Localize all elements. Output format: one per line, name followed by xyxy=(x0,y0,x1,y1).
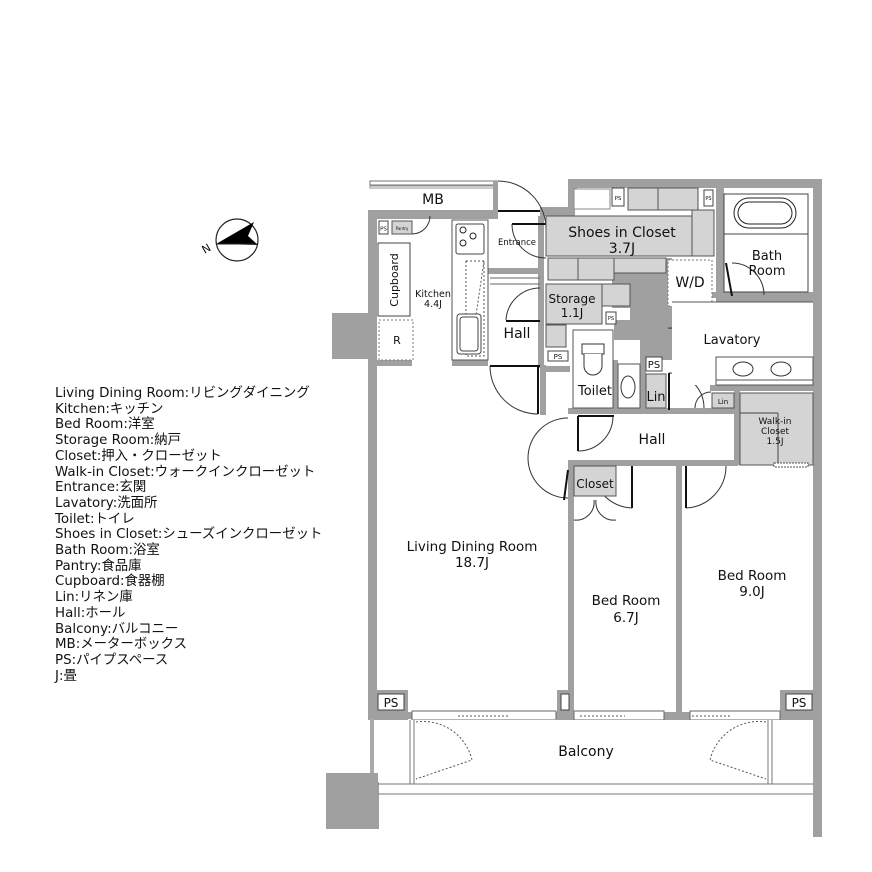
bath-label: Bath xyxy=(752,249,782,264)
mb-label: MB xyxy=(422,192,444,208)
bed1-label: Bed Room xyxy=(592,593,661,609)
lin2-label: Lin xyxy=(718,398,728,406)
windows xyxy=(411,710,781,721)
shoes-closet-label: Shoes in Closet xyxy=(568,225,676,241)
ldr-size: 18.7J xyxy=(455,555,489,571)
ps-label: PS xyxy=(648,360,660,371)
storage-label: Storage xyxy=(549,292,596,306)
ps-label: PS xyxy=(380,227,387,233)
ps-label: PS xyxy=(792,696,807,710)
ps-label: PS xyxy=(615,196,622,202)
wic-label: Walk-in xyxy=(758,417,791,427)
fridge-label: R xyxy=(393,334,401,347)
bed2-size: 9.0J xyxy=(739,584,764,600)
legend-item: Closet:押入・クローゼット xyxy=(55,448,222,464)
walls xyxy=(326,179,822,837)
legend-item: Toilet:トイレ xyxy=(55,511,135,527)
legend-item: Entrance:玄関 xyxy=(55,480,147,496)
toilet-tank-icon xyxy=(581,343,605,355)
basin-icon xyxy=(770,361,792,377)
legend-item: Walk-in Closet:ウォークインクローゼット xyxy=(55,464,316,480)
storage-size: 1.1J xyxy=(561,306,584,320)
ldr-label: Living Dining Room xyxy=(407,539,538,555)
ps-label: PS xyxy=(705,196,711,202)
ps-label: PS xyxy=(384,696,399,710)
wic-label-2: Closet xyxy=(761,427,790,437)
lavatory-label: Lavatory xyxy=(704,333,761,348)
lin1-label: Lin xyxy=(646,390,665,405)
ps-label: PS xyxy=(554,353,563,361)
legend-item: Living Dining Room:リビングダイニング xyxy=(55,386,310,401)
bed1-size: 6.7J xyxy=(613,610,638,626)
legend-item: Cupboard:食器棚 xyxy=(55,574,165,590)
hall-mid-label: Hall xyxy=(639,432,666,448)
bathtub-icon xyxy=(733,197,797,229)
legend-item: Kitchen:キッチン xyxy=(55,401,164,417)
legend-item: Hall:ホール xyxy=(55,605,126,621)
legend-item: Shoes in Closet:シューズインクローゼット xyxy=(55,527,323,543)
legend: Living Dining Room:リビングダイニング Kitchen:キッチ… xyxy=(55,386,322,684)
shoes-closet-size: 3.7J xyxy=(609,241,635,257)
legend-item: Lin:リネン庫 xyxy=(55,590,133,606)
legend-item: Bed Room:洋室 xyxy=(55,417,155,433)
ps-label: PS xyxy=(608,316,614,322)
basin-icon xyxy=(732,361,754,377)
legend-item: Lavatory:洗面所 xyxy=(55,495,158,511)
kitchen-label: Kitchen xyxy=(415,289,451,300)
legend-item: PS:パイプスペース xyxy=(55,652,169,668)
north-arrow-icon: N xyxy=(200,218,259,262)
legend-item: J:畳 xyxy=(55,668,77,684)
wic-size: 1.5J xyxy=(767,437,784,447)
cupboard-label: Cupboard xyxy=(388,253,401,306)
kitchen-size: 4.4J xyxy=(424,299,442,310)
wd-label: W/D xyxy=(675,275,704,291)
compass-label: N xyxy=(200,241,214,256)
toilet-label: Toilet xyxy=(577,384,612,399)
legend-item: Storage Room:納戸 xyxy=(55,433,182,449)
closet-label: Closet xyxy=(576,477,614,491)
legend-item: Pantry:食品庫 xyxy=(55,558,142,574)
pantry-label: Pantry xyxy=(396,226,409,231)
balcony-label: Balcony xyxy=(558,744,614,760)
legend-item: Balcony:バルコニー xyxy=(55,621,179,637)
legend-item: Bath Room:浴室 xyxy=(55,543,160,559)
legend-item: MB:メーターボックス xyxy=(55,637,187,653)
bed2-label: Bed Room xyxy=(718,568,787,584)
sink-icon xyxy=(456,313,482,355)
hall-top-label: Hall xyxy=(504,326,531,342)
entrance-label: Entrance xyxy=(498,238,536,248)
